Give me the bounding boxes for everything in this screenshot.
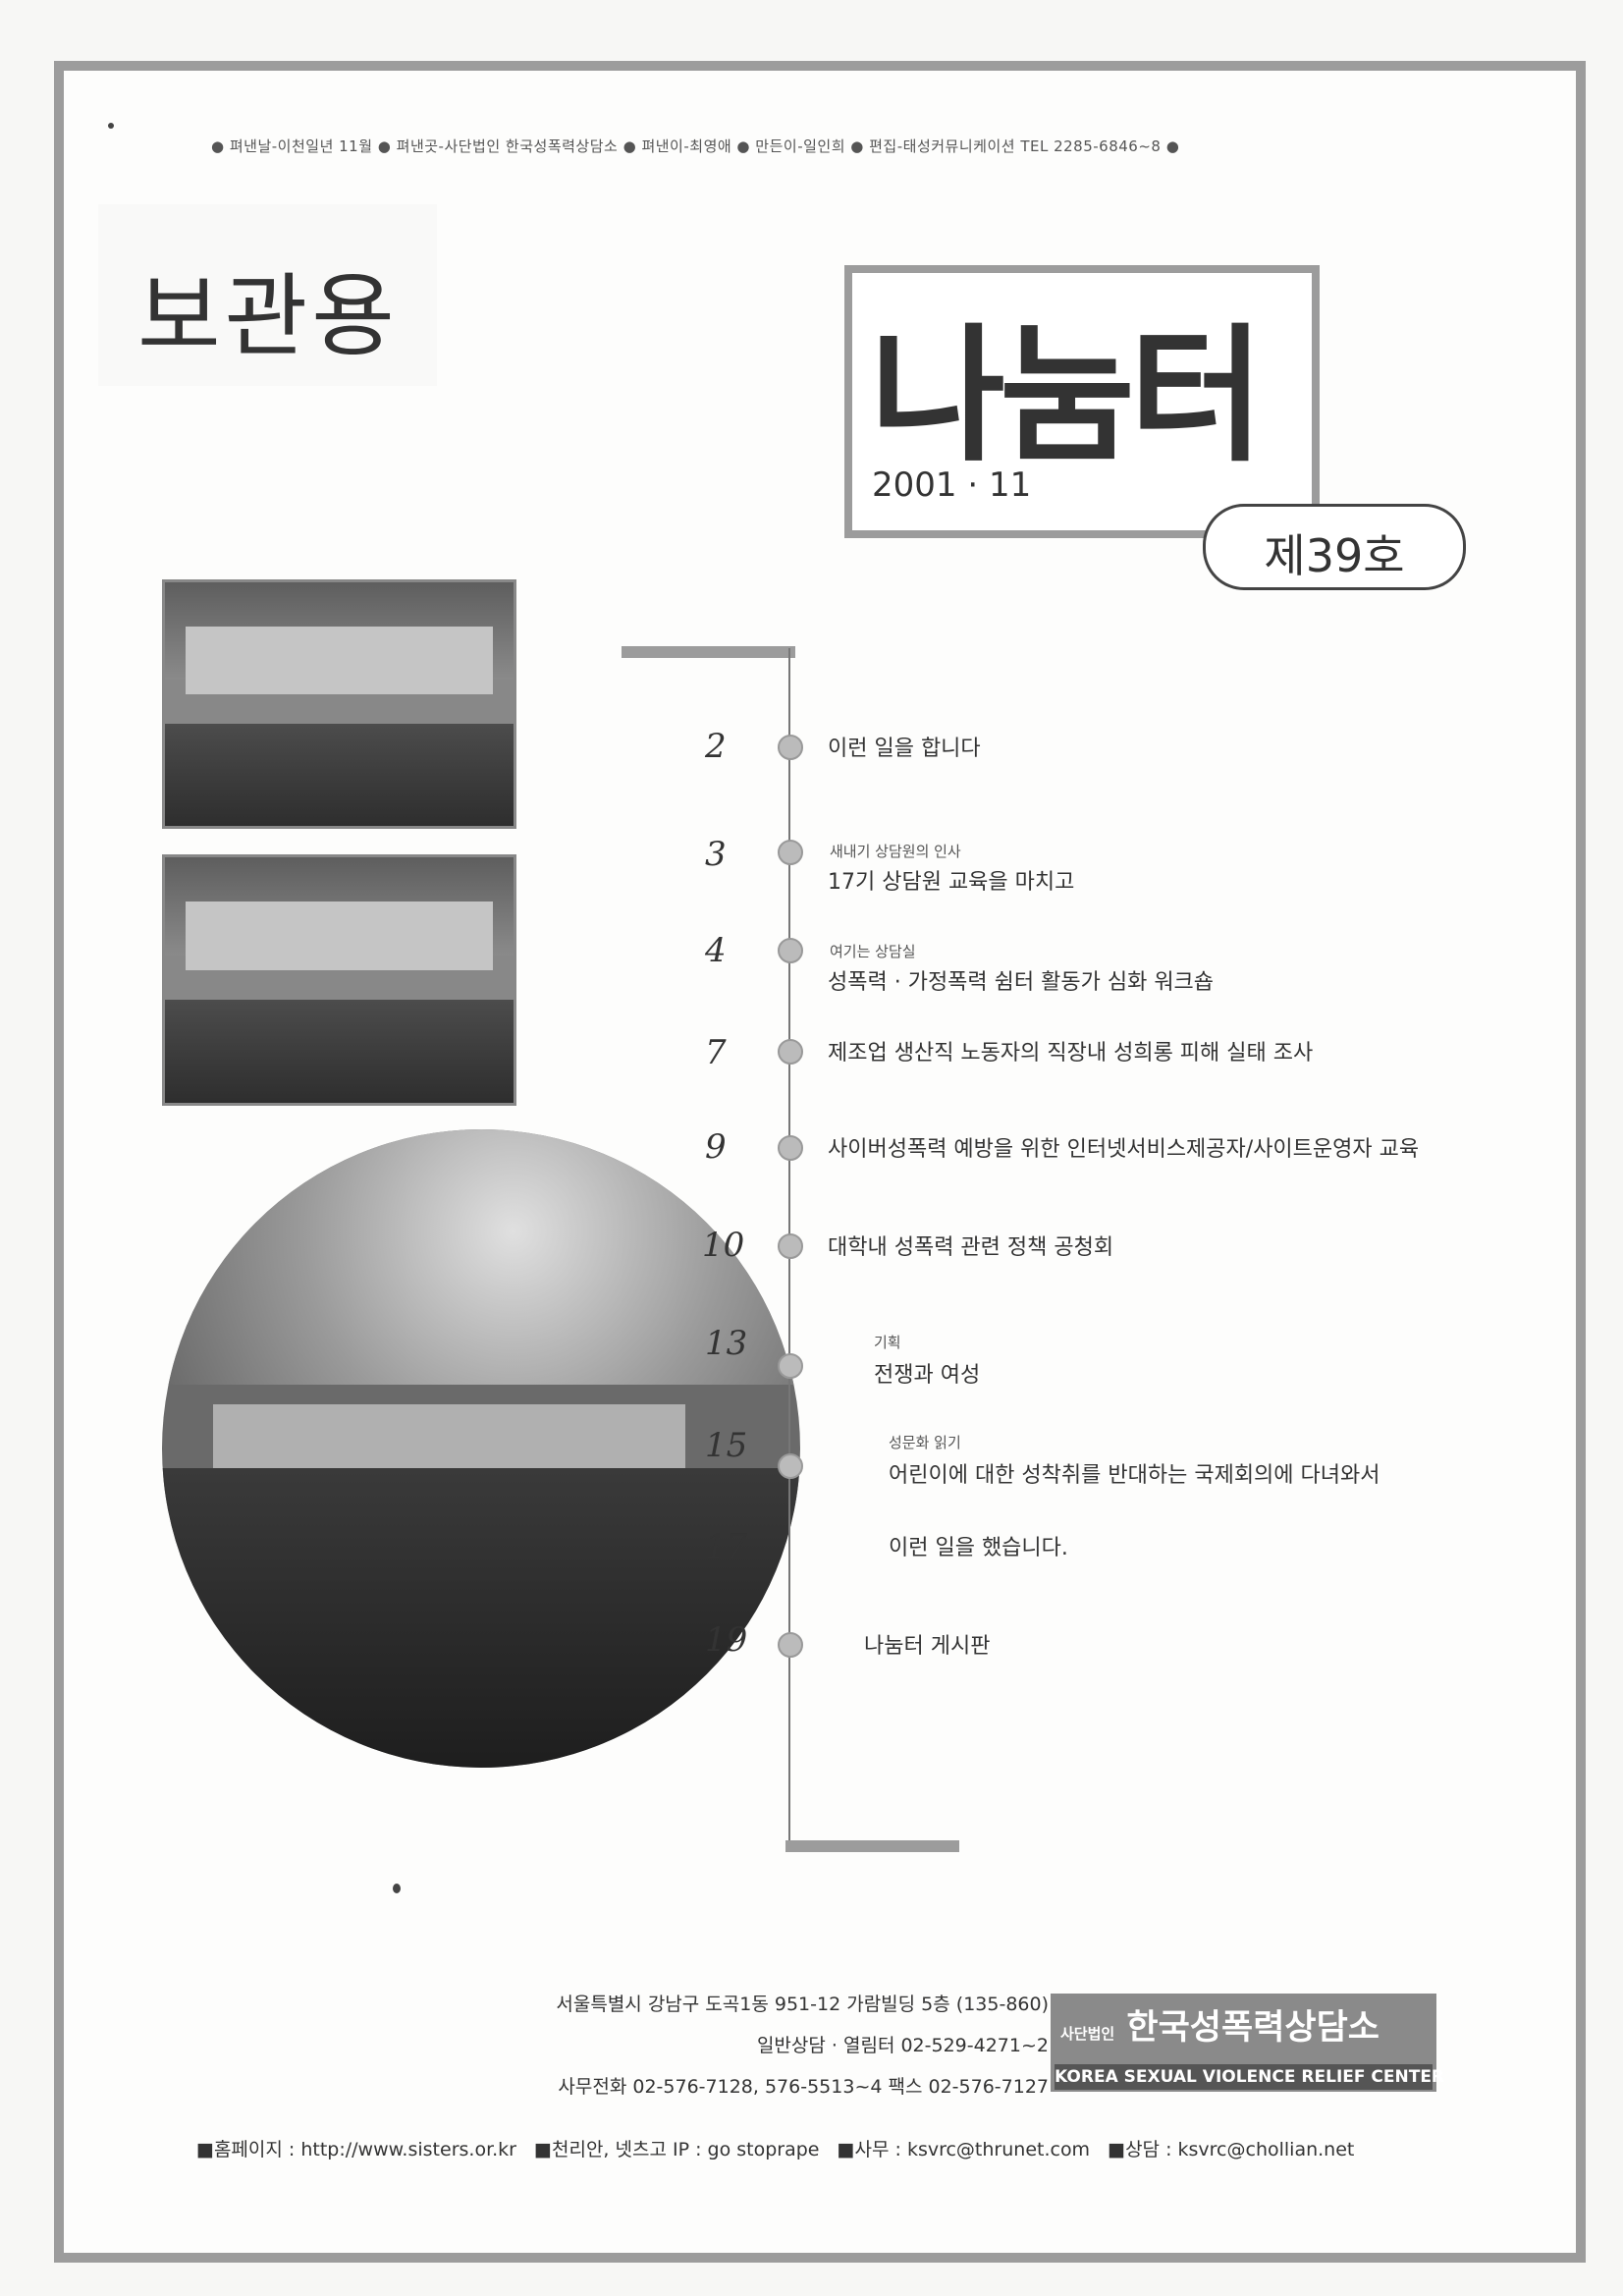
toc-bullet-icon xyxy=(778,1135,803,1161)
toc-page: 13 xyxy=(705,1324,748,1363)
organization-name-en: KOREA SEXUAL VIOLENCE RELIEF CENTER xyxy=(1055,2064,1444,2090)
toc-bullet-icon xyxy=(778,938,803,963)
toc-bullet-icon xyxy=(778,1453,803,1479)
toc-title[interactable]: 나눔터 게시판 xyxy=(864,1634,991,1659)
masthead-title: 나눔터 xyxy=(870,311,1265,482)
photo-public-hearing xyxy=(162,1129,800,1768)
toc-title[interactable]: 이런 일을 합니다 xyxy=(828,737,981,761)
toc-page: 4 xyxy=(705,931,727,970)
office-email[interactable]: ■사무 : ksvrc@thrunet.com xyxy=(837,2139,1091,2160)
footer-address: 서울특별시 강남구 도곡1동 951-12 가람빌딩 5층 (135-860) xyxy=(556,1994,1049,2015)
toc-page: 7 xyxy=(705,1033,727,1072)
toc-title[interactable]: 사이버성폭력 예방을 위한 인터넷서비스제공자/사이트운영자 교육 xyxy=(828,1137,1420,1162)
scan-speck xyxy=(393,1884,401,1893)
toc-page: 10 xyxy=(702,1226,745,1265)
stamp-label: 보관용 xyxy=(137,264,399,369)
toc-top-bar xyxy=(622,646,795,658)
toc-bullet-icon xyxy=(778,840,803,865)
toc-kicker: 성문화 읽기 xyxy=(889,1434,961,1451)
contact-bar: ■홈페이지 : http://www.sisters.or.kr ■천리안, 넷… xyxy=(196,2135,1366,2161)
footer-counsel-phone: 일반상담 · 열림터 02-529-4271~2 xyxy=(756,2035,1049,2056)
footer-office-phone: 사무전화 02-576-7128, 576-5513~4 팩스 02-576-7… xyxy=(558,2076,1049,2098)
toc-title[interactable]: 성폭력 · 가정폭력 쉼터 활동가 심화 워크숍 xyxy=(828,970,1215,995)
toc-title[interactable]: 대학내 성폭력 관련 정책 공청회 xyxy=(828,1235,1114,1260)
toc-page: 2 xyxy=(705,727,727,766)
organization-name: 한국성폭력상담소 xyxy=(1126,2008,1380,2048)
organization-name-ko: 사단법인 한국성폭력상담소 xyxy=(1060,1999,1427,2050)
toc-page: 17 xyxy=(705,1527,748,1566)
issue-number: 제39호 xyxy=(1264,529,1405,582)
issue-badge: 제39호 xyxy=(1203,504,1466,590)
homepage-link[interactable]: ■홈페이지 : http://www.sisters.or.kr xyxy=(196,2139,516,2160)
toc-bullet-icon xyxy=(778,1233,803,1259)
archive-stamp: 보관용 xyxy=(98,204,437,386)
masthead-date: 2001 · 11 xyxy=(872,465,1032,505)
toc-title[interactable]: 17기 상담원 교육을 마치고 xyxy=(828,870,1075,895)
toc-page: 15 xyxy=(705,1426,748,1465)
toc-page: 3 xyxy=(705,835,727,874)
toc-bullet-icon xyxy=(778,1039,803,1065)
toc-kicker: 새내기 상담원의 인사 xyxy=(830,843,961,860)
toc-page: 9 xyxy=(705,1127,727,1167)
toc-title[interactable]: 이런 일을 했습니다. xyxy=(889,1536,1068,1560)
toc-kicker: 여기는 상담실 xyxy=(830,943,916,960)
toc-bullet-icon xyxy=(778,735,803,760)
toc-title[interactable]: 어린이에 대한 성착취를 반대하는 국제회의에 다녀와서 xyxy=(889,1463,1380,1488)
organization-logo: 사단법인 한국성폭력상담소 KOREA SEXUAL VIOLENCE RELI… xyxy=(1051,1994,1444,2092)
toc-page: 19 xyxy=(705,1620,748,1660)
toc-title[interactable]: 전쟁과 여성 xyxy=(874,1363,981,1388)
scan-speck xyxy=(108,123,114,129)
toc-bullet-icon xyxy=(778,1353,803,1379)
photo-cyber-education xyxy=(162,854,516,1106)
colophon: ● 펴낸날-이천일년 11월 ● 펴낸곳-사단법인 한국성폭력상담소 ● 펴낸이… xyxy=(211,137,1180,155)
masthead-box: 나눔터 2001 · 11 xyxy=(844,265,1320,538)
counsel-email[interactable]: ■상담 : ksvrc@chollian.net xyxy=(1108,2139,1355,2160)
photo-forum xyxy=(162,579,516,829)
toc-title[interactable]: 제조업 생산직 노동자의 직장내 성희롱 피해 실태 조사 xyxy=(828,1041,1314,1066)
online-ip: ■천리안, 넷츠고 IP : go stoprape xyxy=(534,2139,820,2160)
organization-prefix: 사단법인 xyxy=(1060,2025,1115,2043)
toc-bullet-icon xyxy=(778,1632,803,1658)
toc-bottom-bar xyxy=(785,1840,959,1852)
toc-kicker: 기획 xyxy=(874,1334,901,1351)
